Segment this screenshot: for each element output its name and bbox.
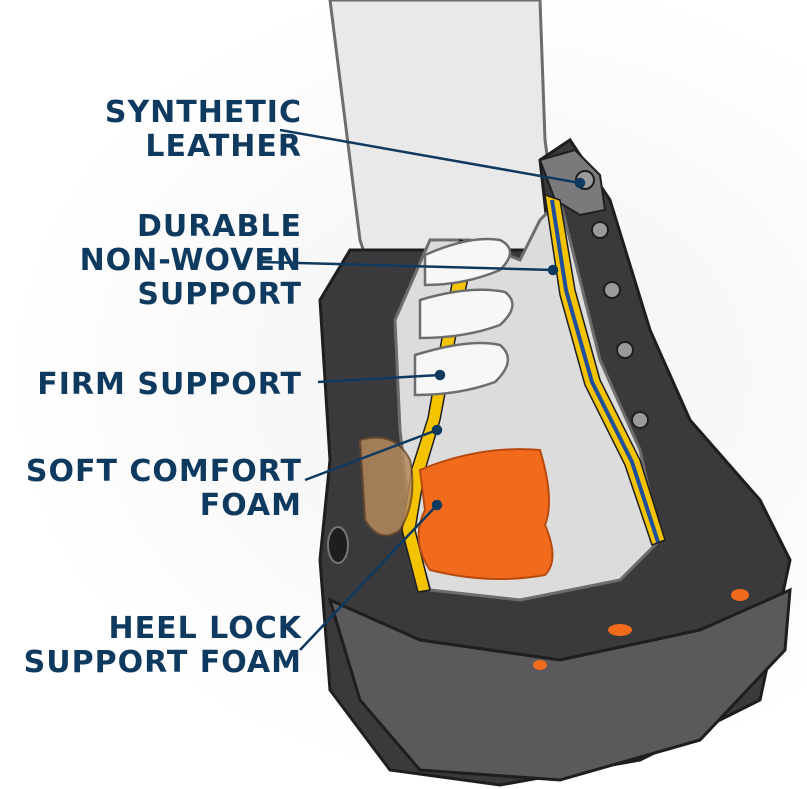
label-line: HEEL LOCK bbox=[24, 612, 302, 646]
label-durable-non-woven-support: DURABLE NON-WOVEN SUPPORT bbox=[80, 210, 302, 312]
soft-comfort-foam-pad bbox=[360, 438, 412, 536]
label-line: SOFT COMFORT bbox=[26, 455, 302, 489]
label-line: FIRM SUPPORT bbox=[37, 368, 302, 402]
label-line: SYNTHETIC bbox=[105, 96, 302, 130]
lace-hook-2 bbox=[592, 222, 608, 238]
leader-dot-heel-lock-support-foam bbox=[433, 501, 441, 509]
label-line: SUPPORT FOAM bbox=[24, 646, 302, 680]
leader-dot-firm-support bbox=[436, 371, 444, 379]
leader-dot-synthetic-leather bbox=[576, 179, 584, 187]
label-line: FOAM bbox=[26, 489, 302, 523]
label-line: LEATHER bbox=[105, 130, 302, 164]
leader-dot-durable-non-woven-support bbox=[549, 266, 557, 274]
heel-lock-foam-pad bbox=[419, 449, 553, 579]
lace-hook-5 bbox=[632, 412, 648, 428]
lace-hook-4 bbox=[617, 342, 633, 358]
label-synthetic-leather: SYNTHETIC LEATHER bbox=[105, 96, 302, 164]
label-soft-comfort-foam: SOFT COMFORT FOAM bbox=[26, 455, 302, 523]
label-line: NON-WOVEN bbox=[80, 244, 302, 278]
label-heel-lock-support-foam: HEEL LOCK SUPPORT FOAM bbox=[24, 612, 302, 680]
label-firm-support: FIRM SUPPORT bbox=[37, 368, 302, 402]
label-line: DURABLE bbox=[80, 210, 302, 244]
lace-hook-3 bbox=[604, 282, 620, 298]
label-line: SUPPORT bbox=[80, 278, 302, 312]
sole-accent-1 bbox=[608, 624, 632, 636]
heel-badge bbox=[328, 527, 348, 563]
sole-accent-3 bbox=[533, 660, 547, 670]
sole-accent-2 bbox=[731, 589, 749, 601]
leader-dot-soft-comfort-foam bbox=[433, 426, 441, 434]
